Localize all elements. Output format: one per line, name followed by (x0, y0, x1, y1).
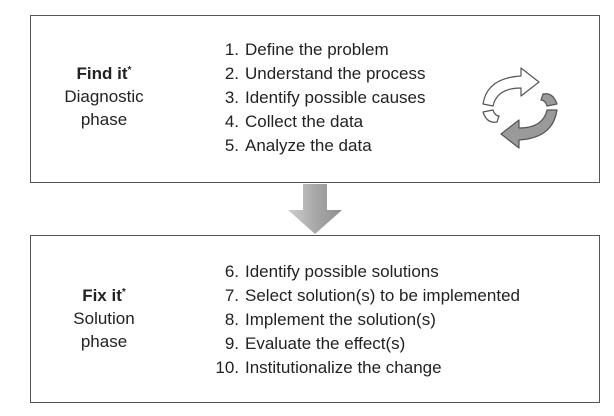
cycle-arrow-left (482, 109, 500, 123)
step-number: 6. (224, 262, 239, 281)
step-text: Identify possible causes (245, 88, 426, 107)
step-item: 6. Identify possible solutions (213, 260, 520, 284)
step-item: 3. Identify possible causes (213, 86, 426, 110)
step-text: Institutionalize the change (245, 358, 442, 377)
solution-label: Solution (73, 309, 135, 328)
step-number: 7. (224, 286, 239, 305)
diagnostic-phase-box: Find it* Diagnostic phase 1. Define the p… (30, 15, 600, 183)
solution-steps-list: 6. Identify possible solutions 7. Select s… (213, 260, 520, 380)
diagnostic-label: Diagnostic (64, 87, 144, 106)
step-text: Identify possible solutions (245, 262, 439, 281)
step-number: 2. (224, 64, 239, 83)
phase-label: phase (80, 332, 128, 351)
footnote-mark: * (121, 287, 126, 298)
diagnostic-phase-label: Find it* Diagnostic phase (39, 62, 169, 131)
step-text: Evaluate the effect(s) (245, 334, 406, 353)
solution-phase-label: Fix it* Solution phase (39, 284, 169, 353)
find-it-title: Find it* (76, 64, 132, 83)
step-text: Define the problem (245, 40, 389, 59)
step-text: Collect the data (245, 112, 364, 131)
step-text: Select solution(s) to be implemented (245, 286, 520, 305)
step-text: Understand the process (245, 64, 426, 83)
step-item: 10. Institutionalize the change (213, 356, 520, 380)
cycle-arrows-icon (482, 67, 558, 149)
cycle-arrow-right (540, 93, 558, 107)
step-text: Analyze the data (245, 136, 372, 155)
step-item: 8. Implement the solution(s) (213, 308, 520, 332)
diagnostic-steps-list: 1. Define the problem 2. Understand the pr… (213, 38, 426, 158)
cycle-arrow-top (482, 67, 540, 107)
step-number: 1. (224, 40, 239, 59)
phase-label: phase (80, 110, 128, 129)
step-number: 10. (215, 358, 239, 377)
cycle-arrow-bottom (500, 109, 558, 149)
solution-phase-box: Fix it* Solution phase 6. Identify possib… (30, 235, 600, 403)
step-number: 9. (224, 334, 239, 353)
fix-it-title: Fix it* (82, 286, 126, 305)
step-item: 9. Evaluate the effect(s) (213, 332, 520, 356)
step-number: 4. (224, 112, 239, 131)
step-item: 5. Analyze the data (213, 134, 426, 158)
step-item: 1. Define the problem (213, 38, 426, 62)
step-item: 7. Select solution(s) to be implemented (213, 284, 520, 308)
step-number: 3. (224, 88, 239, 107)
footnote-mark: * (127, 65, 132, 76)
down-arrow-icon (288, 184, 342, 234)
step-item: 4. Collect the data (213, 110, 426, 134)
step-number: 5. (224, 136, 239, 155)
step-item: 2. Understand the process (213, 62, 426, 86)
step-number: 8. (224, 310, 239, 329)
step-text: Implement the solution(s) (245, 310, 436, 329)
